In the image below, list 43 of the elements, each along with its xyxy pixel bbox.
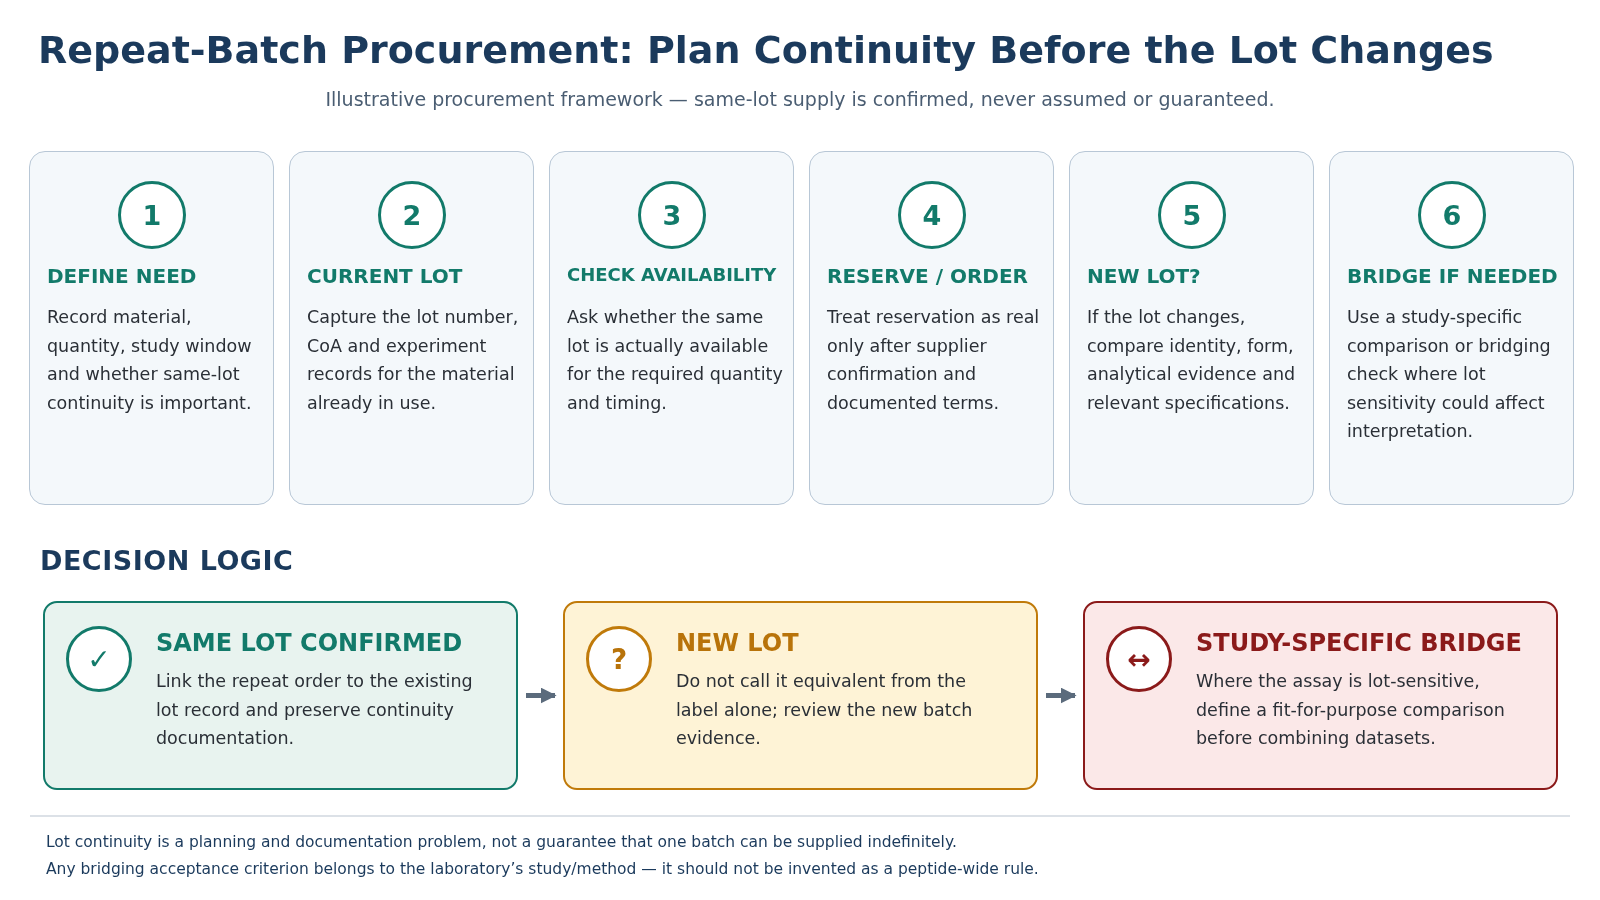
step-number-circle: 4 <box>898 181 966 249</box>
step-card <box>549 151 794 505</box>
step-description: Treat reservation as real only after supplier confirmation and documented terms. <box>827 306 1041 415</box>
decision-description: Link the repeat order to the existing lot record and preserve continuity documentation. <box>156 670 474 750</box>
step-number-circle: 3 <box>638 181 706 249</box>
step-card <box>289 151 534 505</box>
footnote: Lot continuity is a planning and documentation problem, not a guarantee that one batch can be supplied indefinitely. <box>46 833 957 851</box>
decision-icon: ✓ <box>66 626 132 692</box>
decision-card <box>563 601 1038 790</box>
decision-description: Do not call it equivalent from the label alone; review the new batch evidence. <box>676 670 974 750</box>
decision-icon: ? <box>586 626 652 692</box>
step-card <box>29 151 274 505</box>
decision-card <box>43 601 518 790</box>
step-heading: CURRENT LOT <box>307 264 463 288</box>
step-heading: RESERVE / ORDER <box>827 264 1028 288</box>
decision-card <box>1083 601 1558 790</box>
footnote: Any bridging acceptance criterion belongs to the laboratory’s study/method — it should not be invented as a peptide-wide rule. <box>46 860 1039 878</box>
decision-heading: NEW LOT <box>676 629 799 657</box>
decision-icon: ↔ <box>1106 626 1172 692</box>
decision-heading: STUDY-SPECIFIC BRIDGE <box>1196 629 1522 657</box>
step-card <box>1069 151 1314 505</box>
step-description: Capture the lot number, CoA and experiment records for the material already in use. <box>307 306 520 415</box>
step-card <box>1329 151 1574 505</box>
step-card <box>809 151 1054 505</box>
step-heading: NEW LOT? <box>1087 264 1201 288</box>
subtitle: Illustrative procurement framework — same-lot supply is confirmed, never assumed or guaranteed. <box>324 88 1276 110</box>
title: Repeat-Batch Procurement: Plan Continuity Before the Lot Changes <box>38 28 1494 72</box>
arrow <box>526 687 557 704</box>
step-heading: BRIDGE IF NEEDED <box>1347 264 1558 288</box>
step-description: Use a study-specific comparison or bridging check where lot sensitivity could affect interpretation. <box>1347 306 1552 443</box>
arrow <box>1046 687 1077 704</box>
step-number-circle: 1 <box>118 181 186 249</box>
step-description: If the lot changes, compare identity, form, analytical evidence and relevant specifications. <box>1087 306 1297 415</box>
step-number-circle: 5 <box>1158 181 1226 249</box>
step-description: Ask whether the same lot is actually available for the required quantity and timing. <box>567 306 784 415</box>
step-heading: CHECK AVAILABILITY <box>567 264 777 285</box>
decision-heading: SAME LOT CONFIRMED <box>156 629 463 657</box>
step-number-circle: 2 <box>378 181 446 249</box>
step-description: Record material, quantity, study window and whether same-lot continuity is important. <box>47 306 253 415</box>
section-heading: DECISION LOGIC <box>40 545 294 576</box>
decision-description: Where the assay is lot-sensitive, define a fit-for-purpose comparison before combining datasets. <box>1196 670 1506 750</box>
step-number-circle: 6 <box>1418 181 1486 249</box>
step-heading: DEFINE NEED <box>47 264 197 288</box>
